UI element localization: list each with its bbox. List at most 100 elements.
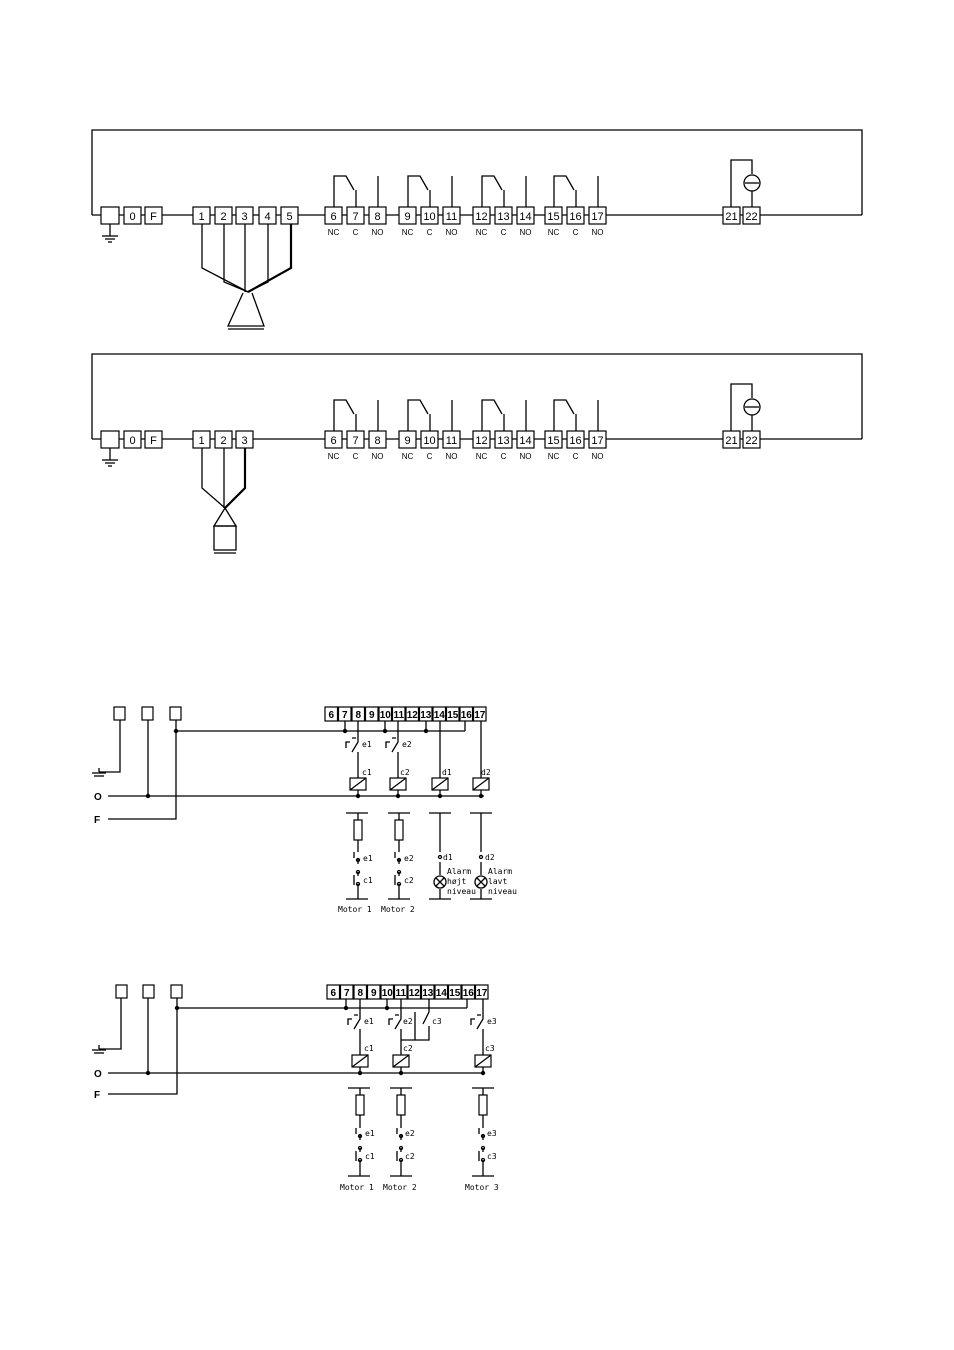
terminal-11: 11: [391, 706, 406, 722]
terminal-16: 16: [566, 430, 585, 449]
control-branch-1: e1 c1: [347, 999, 374, 1076]
relay-label-no: NO: [520, 452, 532, 461]
terminal-earth: [100, 206, 120, 225]
terminal-2: 2: [214, 430, 233, 449]
relay-label-nc: NC: [402, 452, 414, 461]
terminal-number: 21: [725, 435, 737, 447]
relay-label-c: C: [573, 452, 579, 461]
terminal-number: 14: [436, 988, 448, 999]
relay-contacts-2: [333, 399, 599, 431]
terminal-number: 15: [449, 988, 461, 999]
contact-label-e2: e2: [403, 1017, 413, 1026]
terminal-number: 16: [463, 988, 475, 999]
supply-label-f: F: [94, 1090, 100, 1101]
load-label-d1: d1: [443, 853, 453, 862]
terminal-number: 17: [591, 211, 603, 223]
terminal-0: 0: [123, 206, 142, 225]
terminal-17: 17: [588, 206, 607, 225]
coil-label-c2: c2: [403, 1044, 413, 1053]
relay-label-nc: NC: [548, 228, 560, 237]
terminal-number: 6: [330, 211, 336, 223]
terminal-number: 11: [446, 211, 457, 223]
contact-label-e1: e1: [362, 740, 372, 749]
alarm-high-line-2: højt: [447, 877, 466, 886]
terminal-number: 16: [569, 435, 581, 447]
terminal-7: 7: [337, 706, 352, 722]
terminal-number: 6: [328, 710, 334, 721]
load-label-c2: c2: [405, 1152, 415, 1161]
load-label-c1: c1: [363, 876, 373, 885]
terminal-number: 7: [352, 211, 358, 223]
terminal-number: 4: [264, 211, 270, 223]
relay-label-nc: NC: [476, 452, 488, 461]
terminal-8: 8: [368, 430, 387, 449]
terminal-number: 17: [591, 435, 603, 447]
load-label-e1: e1: [363, 854, 373, 863]
terminal-number: 10: [423, 211, 435, 223]
terminal-number: 22: [745, 435, 757, 447]
terminal-number: 8: [374, 435, 380, 447]
load-label-e1: e1: [365, 1129, 375, 1138]
terminal-17: 17: [474, 984, 489, 1000]
terminal-13: 13: [420, 984, 435, 1000]
terminal-13: 13: [494, 430, 513, 449]
sensor-symbol-2: [730, 383, 761, 431]
terminal-number: 13: [497, 435, 509, 447]
relay-label-nc: NC: [402, 228, 414, 237]
coil-label-c2: c2: [400, 768, 410, 777]
control-branch-d1: d1: [431, 721, 452, 799]
terminal-number: 22: [745, 211, 757, 223]
terminal-10: 10: [420, 430, 439, 449]
terminal-12: 12: [472, 206, 491, 225]
terminal-number: 1: [198, 211, 204, 223]
terminal-8: 8: [351, 706, 366, 722]
terminal-1: 1: [192, 206, 211, 225]
terminal-number: 2: [220, 211, 226, 223]
terminal-number: 8: [357, 988, 363, 999]
terminal-F: F: [144, 430, 163, 449]
load-label-c2: c2: [404, 876, 414, 885]
relay-label-no: NO: [372, 452, 384, 461]
relay-label-no: NO: [446, 452, 458, 461]
terminal-number: 17: [476, 988, 488, 999]
terminal-number: 5: [286, 211, 292, 223]
contact-label-e2: e2: [402, 740, 412, 749]
terminal-number: 14: [519, 211, 531, 223]
terminal-number: 10: [423, 435, 435, 447]
terminal-5: 5: [280, 206, 299, 225]
contact-label-c3: c3: [432, 1017, 442, 1026]
alarm-high-label: Alarm højt niveau: [447, 867, 476, 896]
terminal-number: 8: [355, 710, 361, 721]
terminal-number: 13: [497, 211, 509, 223]
relay-contacts-1: [333, 175, 599, 207]
alarm-high-line-1: Alarm: [447, 867, 471, 876]
terminal-number: 14: [434, 710, 446, 721]
terminal-21: 21: [722, 430, 741, 449]
coil-label-c1: c1: [362, 768, 372, 777]
terminal-number: 12: [475, 211, 487, 223]
relay-label-nc: NC: [476, 228, 488, 237]
relay-label-c: C: [573, 228, 579, 237]
terminal-15: 15: [544, 430, 563, 449]
load-label-e2: e2: [405, 1129, 415, 1138]
terminal-16: 16: [461, 984, 476, 1000]
terminal-number: F: [150, 435, 157, 447]
terminal-number: 11: [393, 710, 404, 721]
alarm-low-line-3: niveau: [488, 887, 517, 896]
supply-terminals-4: [115, 984, 183, 999]
terminal-number: 10: [382, 988, 394, 999]
coil-label-d2: d2: [481, 768, 491, 777]
motor-label-3: Motor 3: [465, 1183, 499, 1192]
alarm-low-line-2: lavt: [488, 877, 507, 886]
load-circuits-3: e1 c1 e2 c2 d1 d2 Alarm: [338, 812, 517, 914]
terminal-9: 9: [398, 430, 417, 449]
terminal-8: 8: [353, 984, 368, 1000]
ground-symbol-2: [102, 448, 118, 467]
terminal-number: 15: [547, 435, 559, 447]
terminal-number: 16: [569, 211, 581, 223]
